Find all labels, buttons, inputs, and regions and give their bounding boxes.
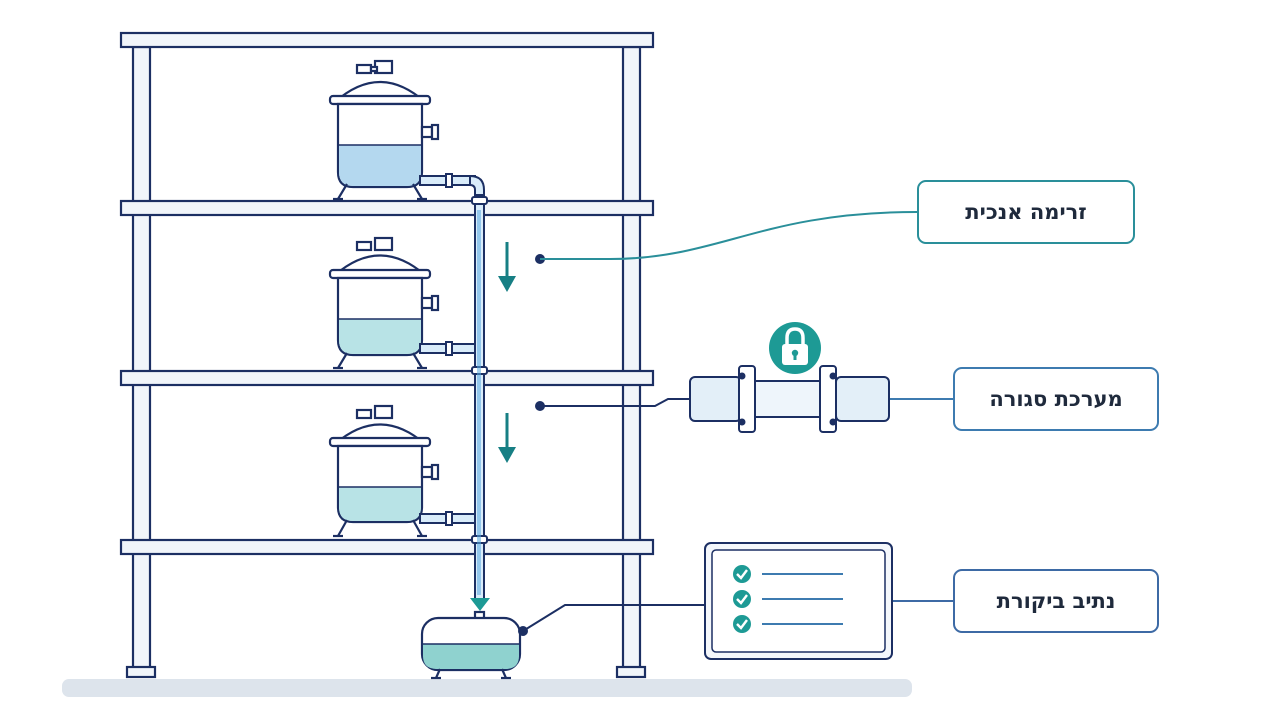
frame-foot-left xyxy=(125,665,157,679)
vessel-lower xyxy=(328,404,440,538)
liquid-fill xyxy=(339,319,421,354)
shelf-level-2 xyxy=(119,369,655,387)
pipe-flow-highlight xyxy=(477,210,481,595)
leader-closed-system xyxy=(535,398,953,411)
audit-log-panel xyxy=(704,542,893,660)
shelving-frame xyxy=(119,31,655,679)
frame-post-right xyxy=(621,45,642,676)
leader-gravity-flow xyxy=(535,211,918,264)
checkmark-icon xyxy=(733,615,751,633)
callout-audit-trail-text: נתיב ביקורת xyxy=(996,589,1116,613)
callout-gravity-flow-text: זרימה אנכית xyxy=(965,200,1087,224)
liquid-fill xyxy=(423,644,519,669)
shelf-level-3 xyxy=(119,538,655,556)
lock-icon xyxy=(769,322,821,374)
callout-gravity-flow: זרימה אנכית xyxy=(917,180,1135,244)
sealed-pipe-section xyxy=(689,365,890,433)
shelf-level-1 xyxy=(119,199,655,217)
arrow-down-icon xyxy=(498,242,516,292)
checkmark-icon xyxy=(733,565,751,583)
transfer-piping xyxy=(419,173,488,601)
vessel-top xyxy=(328,59,440,201)
callout-closed-system-text: מערכת סגורה xyxy=(989,387,1123,411)
liquid-fill xyxy=(339,145,421,186)
ground-line xyxy=(62,679,912,697)
outlet-arrowhead xyxy=(470,598,490,611)
callout-closed-system: מערכת סגורה xyxy=(953,367,1159,431)
leader-audit-trail xyxy=(518,600,953,636)
checkmark-icon xyxy=(733,590,751,608)
frame-post-left xyxy=(131,45,152,676)
vessel-middle xyxy=(328,236,440,370)
callout-audit-trail: נתיב ביקורת xyxy=(953,569,1159,633)
shelf-top xyxy=(119,31,655,49)
collection-vessel xyxy=(420,610,522,680)
liquid-fill xyxy=(339,487,421,521)
frame-foot-right xyxy=(615,665,647,679)
arrow-down-icon xyxy=(498,413,516,463)
